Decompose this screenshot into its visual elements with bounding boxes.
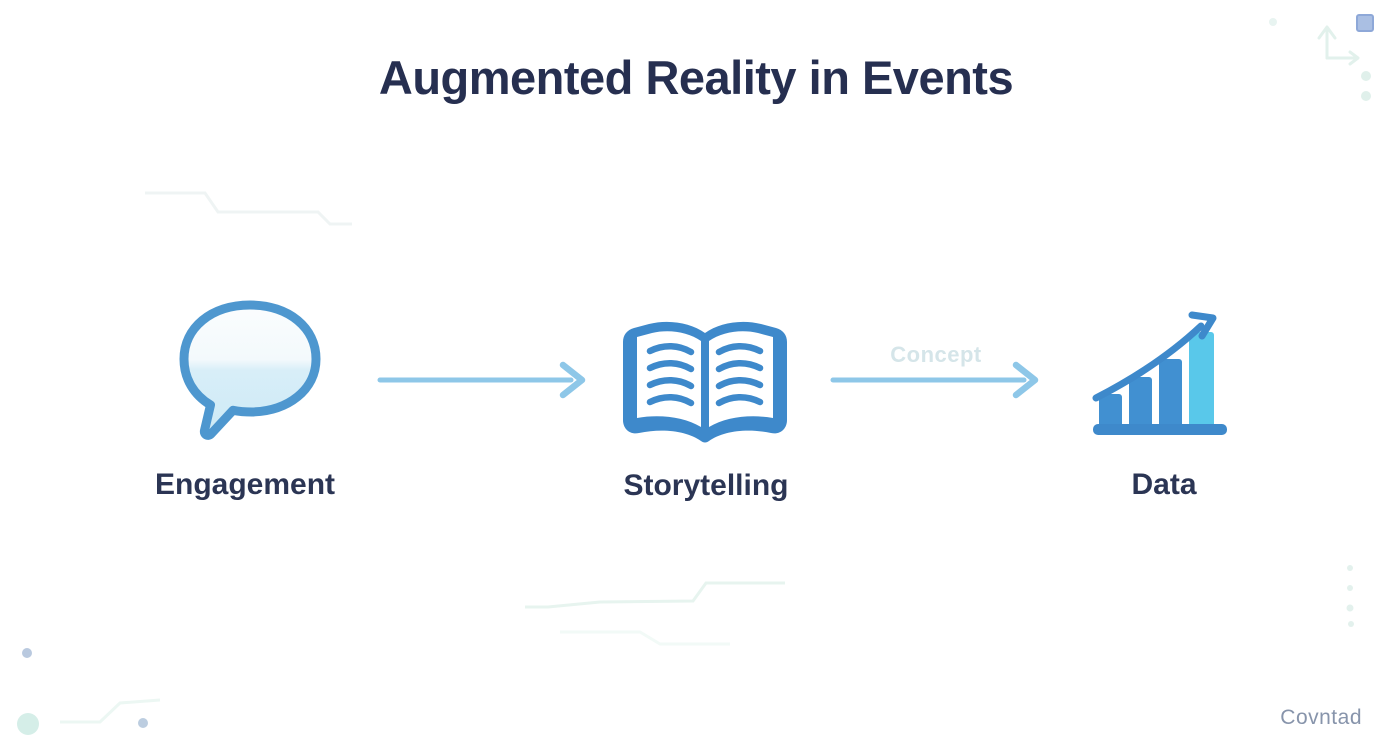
step-label-engagement: Engagement xyxy=(154,468,336,501)
circuit-trace-bottom-middle xyxy=(525,581,785,646)
open-book-icon xyxy=(621,317,789,446)
dot-cluster-bottom-left xyxy=(17,648,161,735)
flow-arrow-2 xyxy=(830,361,1039,399)
speech-bubble-icon xyxy=(178,297,322,443)
bar-chart-growth-icon xyxy=(1091,311,1229,442)
step-label-data: Data xyxy=(1131,468,1197,501)
flow-arrow-1 xyxy=(377,361,586,399)
dotted-column-right xyxy=(1346,565,1354,627)
connector-label-concept: Concept xyxy=(890,342,982,367)
accent-square-icon xyxy=(1356,14,1374,32)
watermark-text: Covntad xyxy=(1280,706,1362,729)
circuit-trace-top-left xyxy=(145,191,352,226)
page-title: Augmented Reality in Events xyxy=(378,51,1014,104)
step-label-storytelling: Storytelling xyxy=(623,469,789,502)
